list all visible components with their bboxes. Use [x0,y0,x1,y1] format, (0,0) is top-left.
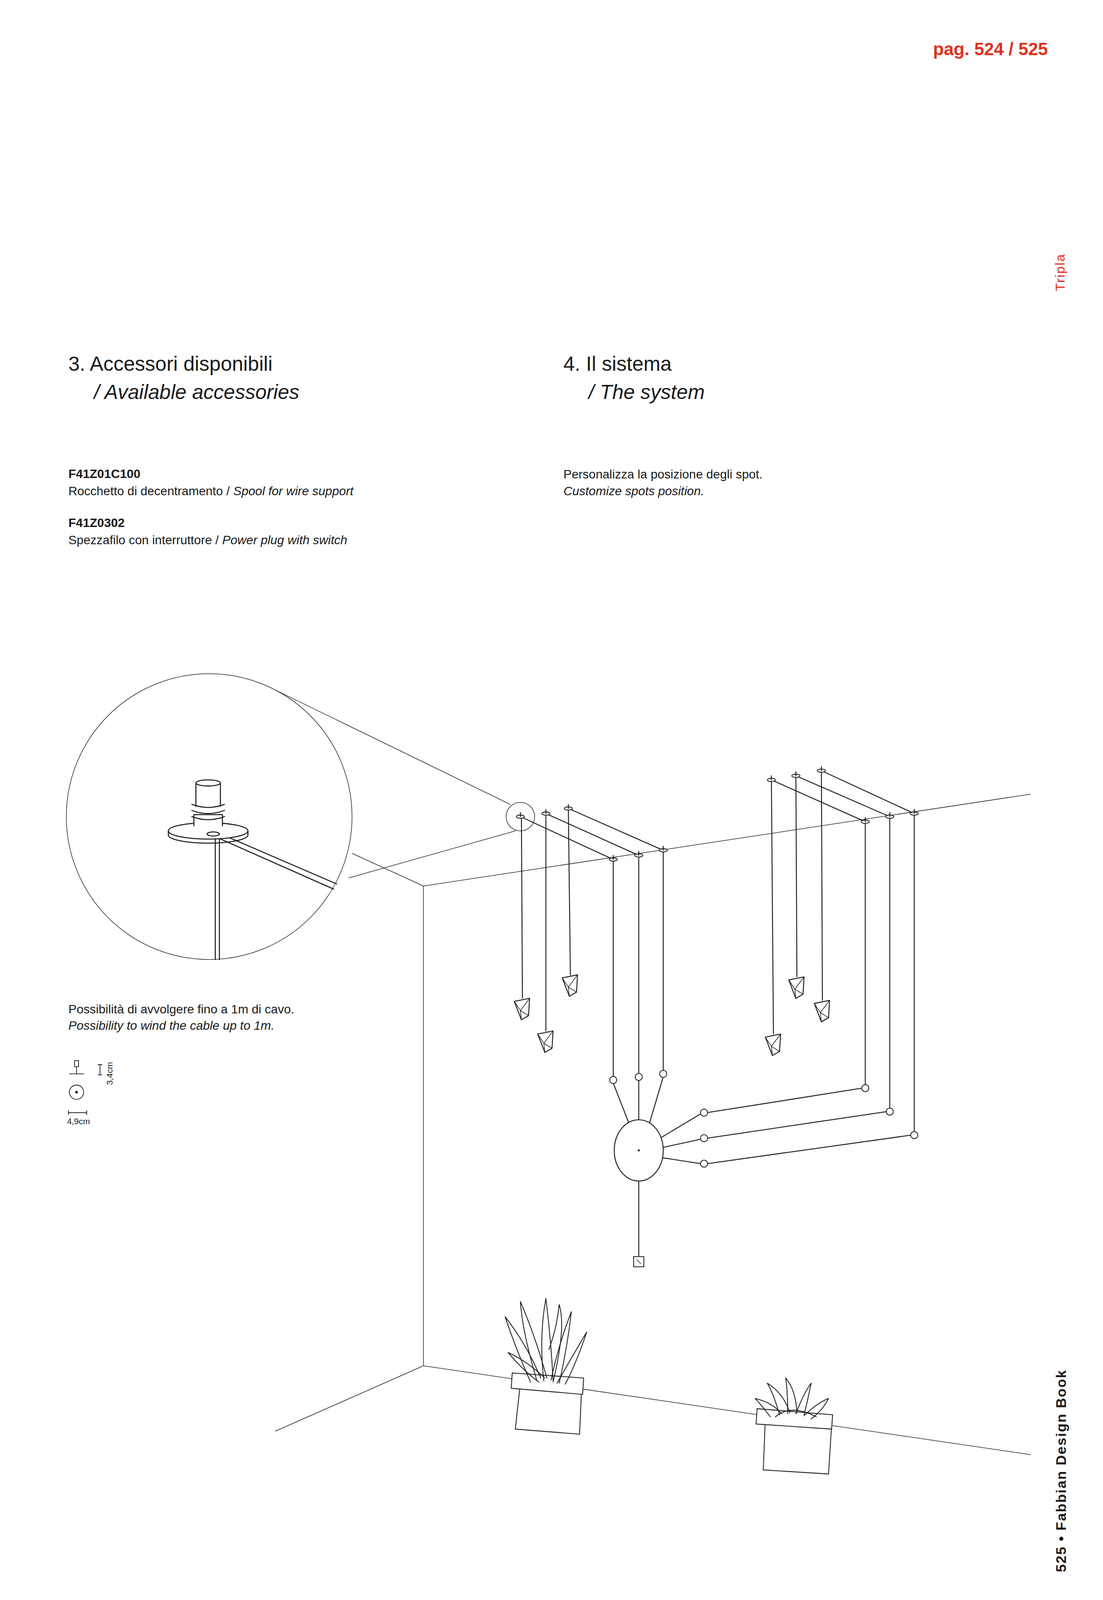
magnifier [66,673,535,960]
ceiling-anchors [516,766,919,861]
section-heading-en: / The system [588,380,705,404]
section-heading: 3. Accessori disponibili [68,352,273,376]
product-description: Rocchetto di decentramento / [68,483,230,499]
section-heading: 4. Il sistema [563,352,672,376]
accessory-note-en: Possibility to wind the cable up to 1m. [68,1018,275,1033]
system-note: Personalizza la posizione degli spot. [563,467,763,482]
spot-lamps [514,974,830,1056]
room-lines [275,793,1031,1454]
dimension-icons [68,1060,102,1115]
dimension: 3,4cm [105,1061,115,1085]
product-description: Spezzafilo con interruttore / [68,532,219,548]
canopy-disc [614,1119,664,1267]
product-code: F41Z0302 [68,515,125,530]
section-tab: Tripla [1052,253,1069,292]
section-heading-en: / Available accessories [93,380,300,404]
potted-plants [505,1298,833,1474]
supply-wires [613,1076,912,1257]
accessory-note: Possibilità di avvolgere fino a 1m di ca… [68,1001,295,1017]
pendant-wires [521,770,915,1132]
product-description-en: Spool for wire support [233,483,354,499]
product-description-en: Power plug with switch [222,532,348,548]
system-note-en: Customize spots position. [563,483,705,499]
dimension: 4,9cm [67,1116,91,1126]
spool-detail [168,779,338,960]
page-number: pag. 524 / 525 [933,38,1048,60]
switch [633,1256,644,1267]
ceiling-wires [520,770,915,860]
product-code: F41Z01C100 [68,466,141,481]
page-footer: 525 • Fabbian Design Book [1053,1368,1070,1572]
